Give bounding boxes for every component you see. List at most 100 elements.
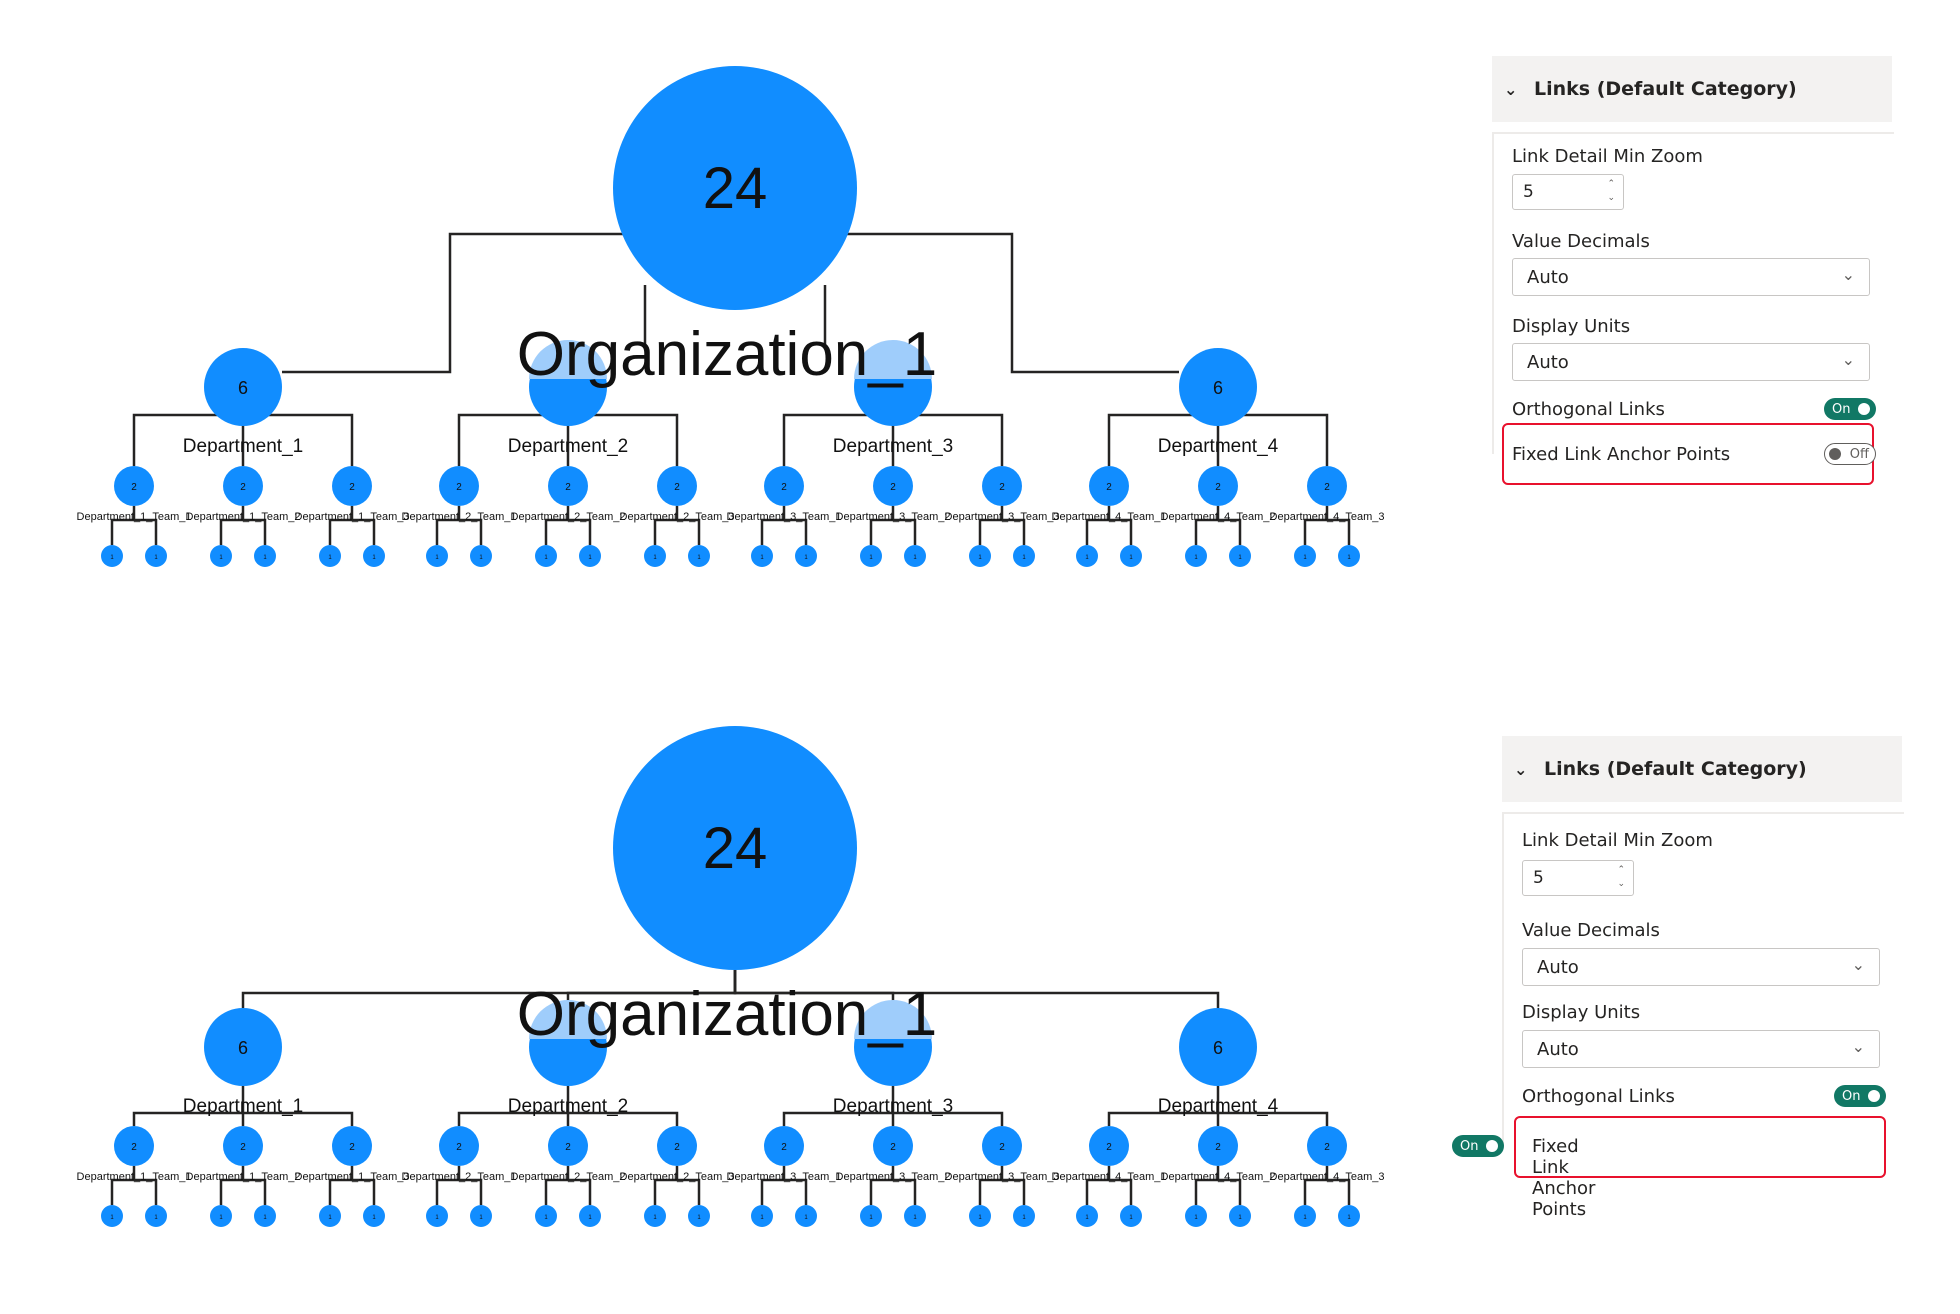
employee-value: 1 — [760, 555, 764, 561]
employee-node — [688, 1205, 710, 1227]
employee-node — [210, 1205, 232, 1227]
link-detail-min-zoom-label: Link Detail Min Zoom — [1512, 146, 1703, 167]
emp-link — [134, 518, 158, 545]
toggle-state-text: On — [1460, 1138, 1479, 1154]
team-value: 2 — [1215, 1142, 1221, 1153]
employee-value: 1 — [1303, 555, 1307, 561]
employee-node — [426, 1205, 448, 1227]
chevron-down-icon: ⌄ — [1504, 79, 1518, 99]
team-node — [764, 466, 804, 506]
employee-node — [969, 1205, 991, 1227]
team-label: Department_1_Team_3 — [295, 511, 410, 523]
emp-link — [760, 1178, 784, 1205]
employee-value: 1 — [653, 555, 657, 561]
department-label: Department_2 — [508, 436, 628, 457]
link-detail-min-zoom-value[interactable]: 5 — [1533, 868, 1544, 888]
toggle-knob — [1858, 403, 1870, 415]
employee-value: 1 — [479, 1215, 483, 1221]
employee-value: 1 — [544, 555, 548, 561]
team-value: 2 — [999, 482, 1005, 493]
employee-node — [579, 1205, 601, 1227]
employee-node — [579, 545, 601, 567]
emp-link — [219, 518, 243, 545]
department-value: 6 — [238, 1038, 248, 1058]
employee-node — [101, 545, 123, 567]
team-label: Department_3_Team_3 — [945, 511, 1060, 523]
spin-up-icon[interactable]: ⌃ — [1617, 865, 1625, 875]
department-node-overlay — [854, 1000, 932, 1039]
root-link — [282, 232, 645, 374]
team-link — [782, 413, 893, 466]
team-value: 2 — [131, 1142, 137, 1153]
orthogonal-links-toggle[interactable]: On — [1824, 398, 1876, 420]
team-value: 2 — [890, 482, 896, 493]
department-label: Department_2 — [508, 1096, 628, 1117]
team-label: Department_4_Team_2 — [1161, 1171, 1276, 1183]
display-units-dropdown[interactable]: Auto ⌄ — [1522, 1030, 1880, 1068]
team-link — [893, 413, 1004, 466]
value-decimals-dropdown[interactable]: Auto ⌄ — [1522, 948, 1880, 986]
emp-link — [435, 518, 459, 545]
employee-node — [1229, 1205, 1251, 1227]
emp-link — [677, 518, 701, 545]
link-detail-min-zoom-stepper[interactable]: 5 ⌃ ⌄ — [1522, 860, 1634, 896]
employee-value: 1 — [372, 555, 376, 561]
department-label: Department_3 — [833, 1096, 953, 1117]
emp-link — [1109, 518, 1133, 545]
team-value: 2 — [1106, 1142, 1112, 1153]
value-decimals-label: Value Decimals — [1512, 231, 1650, 252]
employee-node — [254, 545, 276, 567]
fixed-link-anchor-toggle[interactable]: Off — [1824, 443, 1876, 465]
employee-value: 1 — [978, 1215, 982, 1221]
toggle-knob — [1829, 448, 1841, 460]
team-node — [114, 466, 154, 506]
team-label: Department_3_Team_3 — [945, 1171, 1060, 1183]
team-node — [873, 466, 913, 506]
employee-node — [751, 1205, 773, 1227]
department-node — [1179, 348, 1257, 426]
team-value: 2 — [1215, 482, 1221, 493]
employee-value: 1 — [653, 1215, 657, 1221]
team-link — [893, 1111, 1004, 1126]
emp-link — [893, 518, 917, 545]
value-decimals-selected: Auto — [1527, 267, 1569, 288]
spin-up-icon[interactable]: ⌃ — [1607, 179, 1615, 189]
team-label: Department_4_Team_1 — [1052, 1171, 1167, 1183]
links-category-header[interactable]: ⌄ Links (Default Category) — [1492, 56, 1892, 122]
team-value: 2 — [890, 1142, 896, 1153]
value-decimals-dropdown[interactable]: Auto ⌄ — [1512, 258, 1870, 296]
employee-node — [1076, 545, 1098, 567]
team-link — [457, 1111, 568, 1126]
department-label: Department_4 — [1158, 1096, 1279, 1117]
root-link — [733, 970, 1220, 1008]
emp-link — [1109, 1178, 1133, 1205]
fixed-link-anchor-toggle[interactable]: On — [1452, 1135, 1504, 1157]
department-node — [1179, 1008, 1257, 1086]
spin-down-icon[interactable]: ⌄ — [1617, 879, 1625, 889]
team-label: Department_3_Team_2 — [836, 1171, 951, 1183]
chevron-down-icon: ⌄ — [1851, 1037, 1865, 1056]
links-category-body: Link Detail Min Zoom 5 ⌃ ⌄ Value Decimal… — [1502, 812, 1904, 1144]
spin-down-icon[interactable]: ⌄ — [1607, 193, 1615, 203]
orthogonal-links-toggle[interactable]: On — [1834, 1085, 1886, 1107]
links-category-header[interactable]: ⌄ Links (Default Category) — [1502, 736, 1902, 802]
links-category-title: Links (Default Category) — [1544, 758, 1807, 780]
emp-link — [435, 1178, 459, 1205]
employee-node — [1185, 545, 1207, 567]
employee-value: 1 — [328, 1215, 332, 1221]
root-link — [825, 232, 1179, 374]
employee-node — [426, 545, 448, 567]
employee-value: 1 — [1194, 555, 1198, 561]
emp-link — [653, 1178, 677, 1205]
root-node — [613, 726, 857, 970]
team-link — [1107, 413, 1218, 466]
toggle-state-text: Off — [1849, 446, 1869, 462]
employee-node — [860, 545, 882, 567]
display-units-dropdown[interactable]: Auto ⌄ — [1512, 343, 1870, 381]
emp-link — [352, 1178, 376, 1205]
link-detail-min-zoom-value[interactable]: 5 — [1523, 182, 1534, 202]
team-label: Department_4_Team_2 — [1161, 511, 1276, 523]
link-detail-min-zoom-stepper[interactable]: 5 ⌃ ⌄ — [1512, 174, 1624, 210]
employee-value: 1 — [263, 1215, 267, 1221]
